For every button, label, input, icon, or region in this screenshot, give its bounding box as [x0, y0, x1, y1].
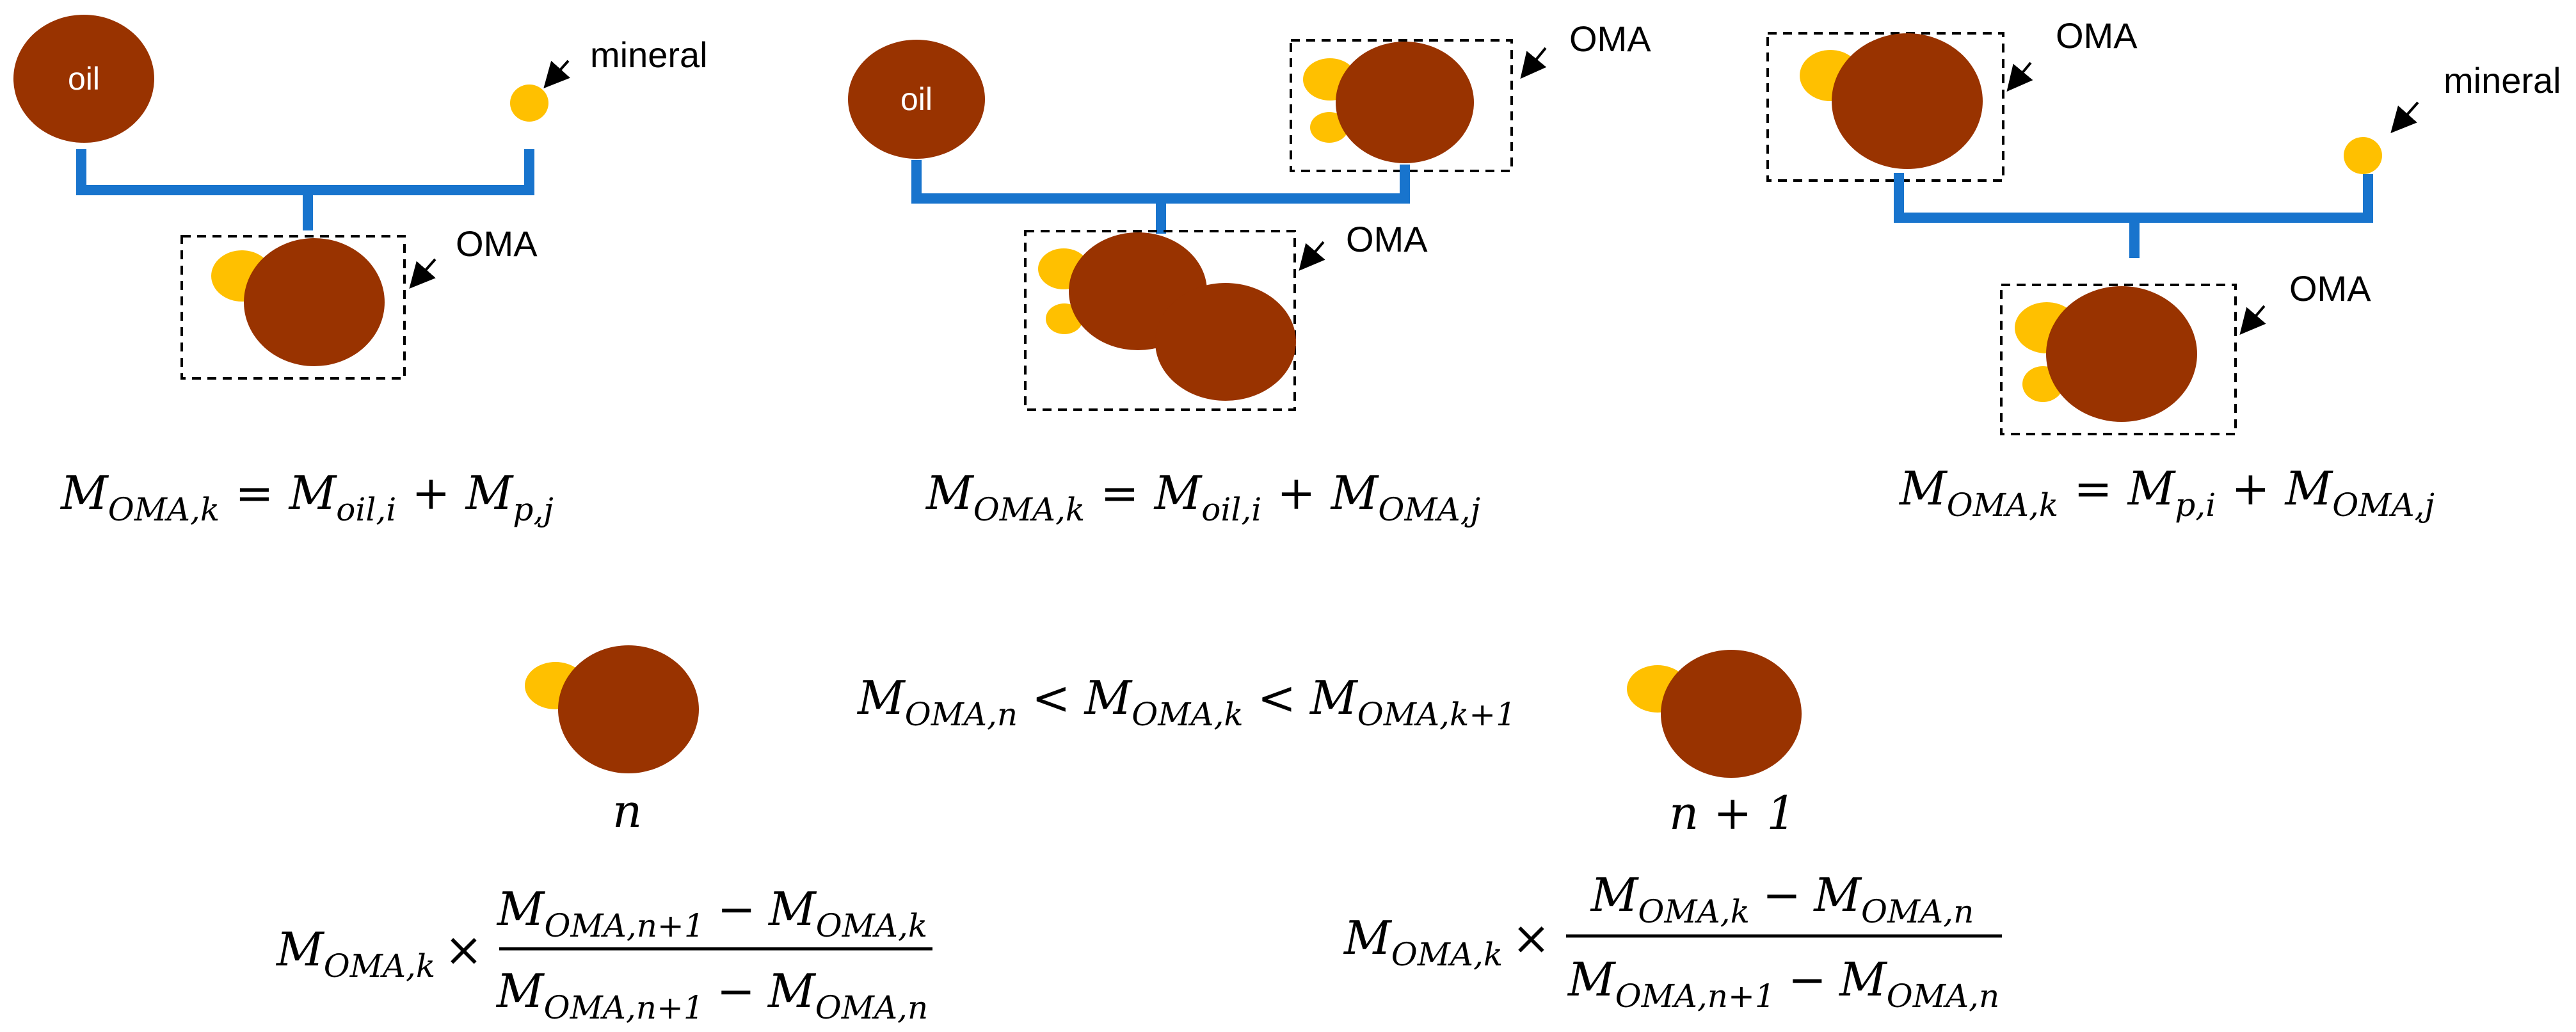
oma-oil: [244, 238, 385, 366]
oma-label: OMA: [2289, 268, 2371, 309]
oma-oil: [1336, 42, 1474, 163]
oil-label: oil: [900, 81, 932, 117]
oma-arrow: [2239, 305, 2266, 335]
merge-connector: [911, 160, 1410, 234]
frac-left-prefix: MOMA,k×: [275, 923, 483, 985]
oil-label: oil: [68, 61, 100, 97]
fraction-right: MOMA,k× MOMA,k−MOMA,n MOMA,n+1−MOMA,n: [1343, 868, 2002, 1015]
mineral-particle: [2344, 137, 2382, 174]
frac-left-numerator: MOMA,n+1−MOMA,k: [496, 882, 927, 944]
oma-arrow: [1520, 47, 1547, 79]
bin-n-label: n: [612, 784, 642, 838]
panel-oil-oma: oil OMA OMA: [848, 19, 1651, 411]
bin-oil: [1661, 650, 1802, 778]
fraction-left: MOMA,k× MOMA,n+1−MOMA,k MOMA,n+1−MOMA,n: [275, 882, 932, 1026]
mineral-arrow: [2390, 101, 2419, 133]
oma-oil: [2046, 286, 2197, 422]
oma-label: OMA: [2056, 15, 2138, 56]
oma-label: OMA: [1569, 19, 1651, 59]
bin-n: n: [525, 645, 699, 838]
bin-n-plus-1: n + 1: [1627, 650, 1802, 840]
frac-right-denominator: MOMA,n+1−MOMA,n: [1567, 953, 1999, 1015]
frac-left-denominator: MOMA,n+1−MOMA,n: [495, 964, 928, 1026]
inequality: MOMA,n<MOMA,k<MOMA,k+1: [856, 671, 1516, 733]
mineral-label: mineral: [590, 35, 708, 75]
frac-right-numerator: MOMA,k−MOMA,n: [1590, 868, 1974, 930]
oma-box: [2000, 284, 2237, 435]
merge-connector: [1894, 173, 2373, 258]
oma-label: OMA: [456, 223, 538, 264]
bin-n-plus-1-label: n + 1: [1669, 786, 1796, 840]
oil-droplet: [13, 15, 154, 143]
oma-arrow: [1299, 241, 1325, 271]
panel-oma-mineral: OMA mineral OMA: [1766, 15, 2561, 435]
merge-connector: [76, 149, 534, 230]
bin-oil: [558, 645, 699, 773]
oil-droplet: [848, 40, 985, 159]
frac-right-prefix: MOMA,k×: [1343, 911, 1551, 973]
mineral-particle: [510, 85, 548, 122]
oma-arrow: [409, 258, 436, 289]
oma-oil: [1155, 283, 1296, 401]
oma-box: [180, 235, 406, 380]
oma-oil: [1832, 33, 1983, 169]
mineral-label: mineral: [2444, 60, 2561, 101]
oma-arrow: [2006, 61, 2033, 92]
mineral-arrow: [543, 60, 570, 88]
equation-oma-mineral: MOMA,k=Mp,i+MOMA,j: [1898, 462, 2435, 524]
oma-label: OMA: [1346, 219, 1428, 259]
oma-box: [1024, 230, 1296, 411]
equation-oil-oma: MOMA,k=Moil,i+MOMA,j: [925, 466, 1480, 528]
oma-box-input: [1766, 32, 2004, 182]
panel-oil-mineral: oil mineral OMA: [13, 15, 708, 380]
equation-oil-mineral: MOMA,k=Moil,i+Mp,j: [60, 466, 554, 528]
